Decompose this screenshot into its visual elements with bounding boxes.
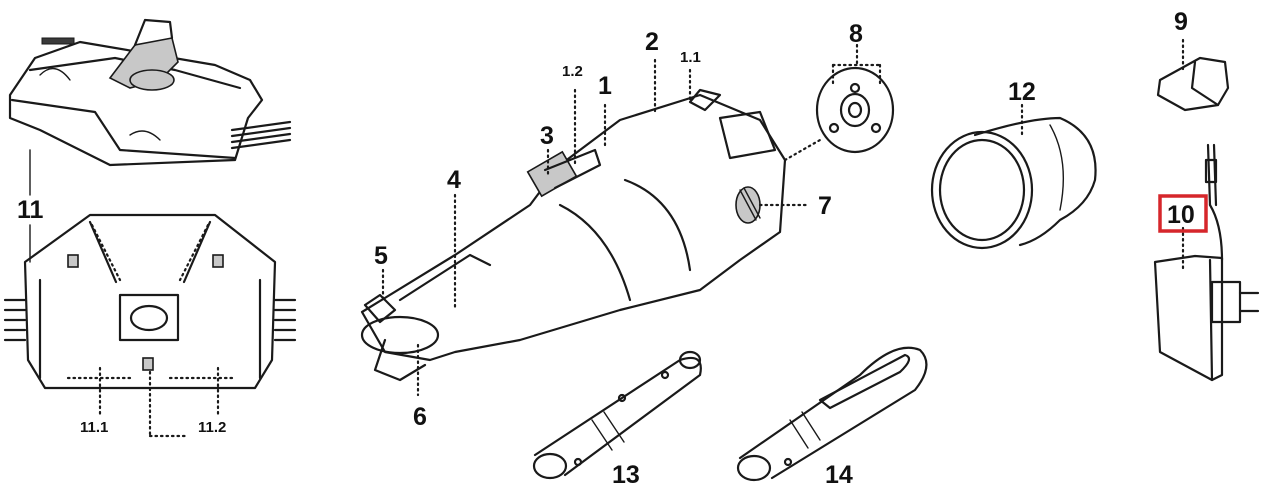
side-brush-left — [3, 298, 27, 342]
callout-13: 13 — [612, 461, 640, 489]
callout-10: 10 — [1167, 201, 1195, 229]
callout-1-1: 1.1 — [680, 49, 701, 66]
knob — [1156, 38, 1230, 112]
callout-1: 1 — [598, 72, 612, 100]
callout-11-1: 11.1 — [80, 419, 108, 436]
brush-bristles-right — [230, 120, 292, 150]
callout-12: 12 — [1008, 78, 1036, 106]
callout-3: 3 — [540, 122, 554, 150]
charger-adapter — [1153, 143, 1260, 382]
callout-labels: 1 1.1 1.2 2 3 4 5 6 7 8 9 10 11 11.1 11.… — [17, 8, 1208, 489]
callout-1-2: 1.2 — [562, 63, 583, 80]
highlight-box-10 — [1158, 194, 1208, 233]
filter-disk — [815, 43, 895, 154]
callout-6: 6 — [413, 403, 427, 431]
callout-7: 7 — [818, 192, 832, 220]
callout-11: 11 — [17, 196, 44, 224]
floor-nozzle-top-view — [8, 18, 292, 196]
callout-8: 8 — [849, 20, 863, 48]
callout-5: 5 — [374, 242, 388, 270]
callout-4: 4 — [447, 166, 461, 194]
extension-tube — [532, 350, 702, 480]
handle-tube — [736, 346, 928, 482]
filter-cone — [930, 103, 1097, 250]
callout-11-2: 11.2 — [198, 419, 226, 436]
main-body — [360, 88, 787, 382]
callout-2: 2 — [645, 28, 659, 56]
callout-9: 9 — [1174, 8, 1188, 36]
side-brush-right — [273, 298, 297, 342]
callout-14: 14 — [825, 461, 853, 489]
floor-nozzle-bottom-view — [3, 213, 297, 438]
